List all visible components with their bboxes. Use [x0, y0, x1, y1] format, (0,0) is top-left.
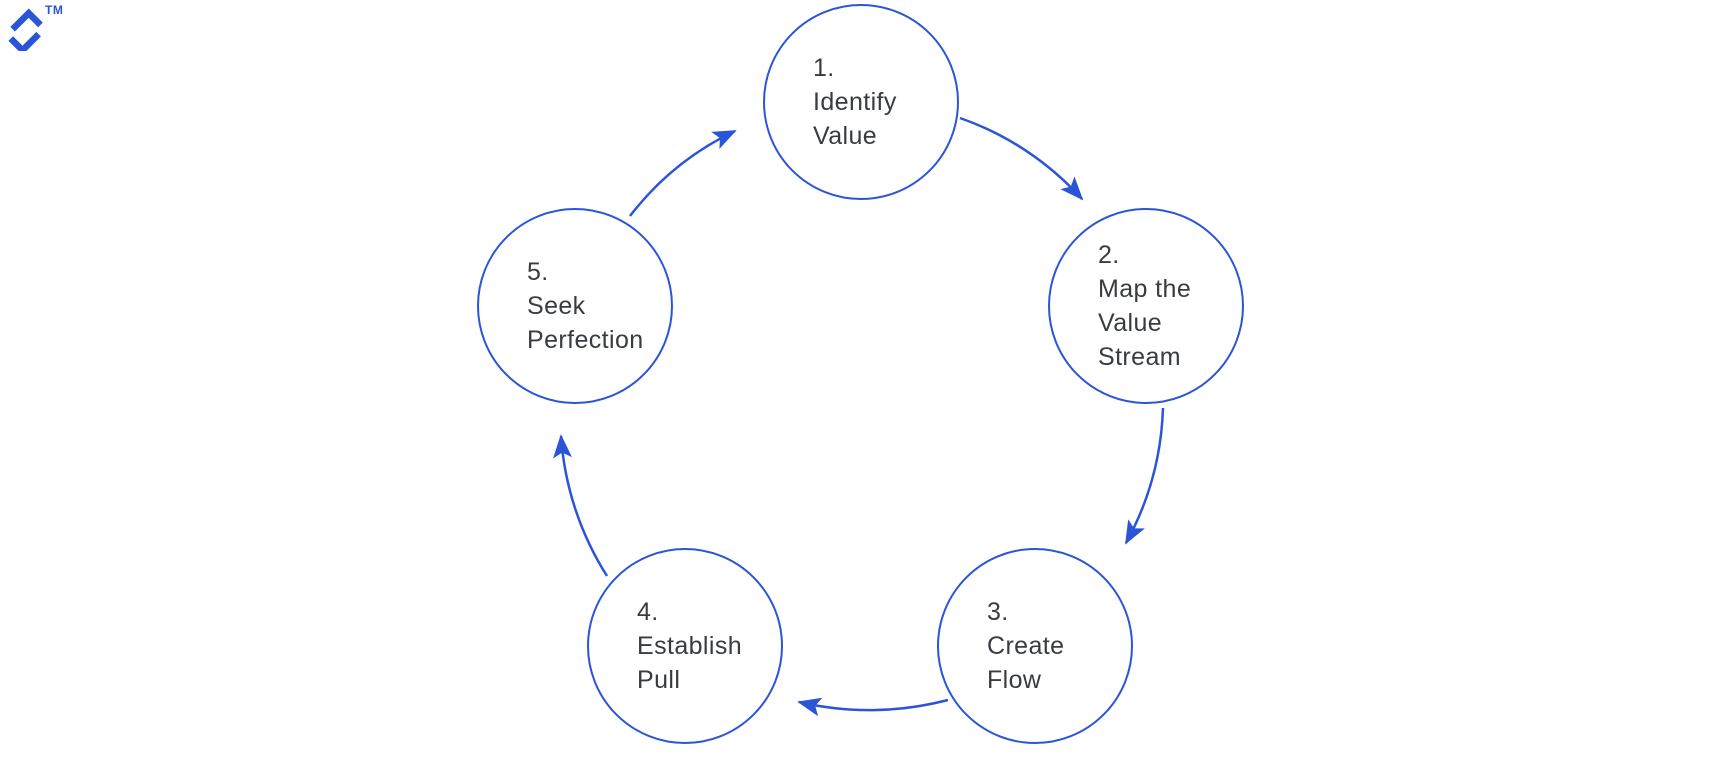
step-circle-create-flow: 3. Create Flow: [937, 548, 1133, 744]
step-circle-identify-value: 1. Identify Value: [763, 4, 959, 200]
step-circle-establish-pull: 4. Establish Pull: [587, 548, 783, 744]
step-label-line: Flow: [987, 666, 1042, 694]
step-number: 1.: [813, 54, 835, 82]
trademark-label: TM: [45, 3, 64, 17]
step-number: 4.: [637, 598, 659, 626]
step-label-line: Seek: [527, 292, 586, 320]
step-number: 5.: [527, 258, 549, 286]
step-circle-map-the-value-stream: 2. Map the Value Stream: [1048, 208, 1244, 404]
step-label-line: Perfection: [527, 326, 644, 354]
step-number: 2.: [1098, 241, 1120, 269]
step-label-line: Stream: [1098, 343, 1181, 371]
step-label-line: Value: [1098, 309, 1163, 337]
step-label-line: Identify: [813, 88, 897, 116]
brand-logo: TM: [4, 3, 74, 55]
arrow-5-to-1: [629, 129, 737, 217]
step-circle-seek-perfection: 5. Seek Perfection: [477, 208, 673, 404]
step-label-line: Create: [987, 632, 1065, 660]
arrow-4-to-5: [553, 434, 609, 577]
step-label-line: Establish: [637, 632, 743, 660]
step-number: 3.: [987, 598, 1009, 626]
arrow-3-to-4: [797, 697, 949, 717]
arrow-1-to-2: [959, 116, 1084, 201]
arrow-2-to-3: [1124, 407, 1165, 545]
toptal-logo-icon: [8, 8, 43, 51]
step-label-line: Pull: [637, 666, 681, 694]
step-label-line: Map the: [1098, 275, 1192, 303]
step-label-line: Value: [813, 122, 878, 150]
